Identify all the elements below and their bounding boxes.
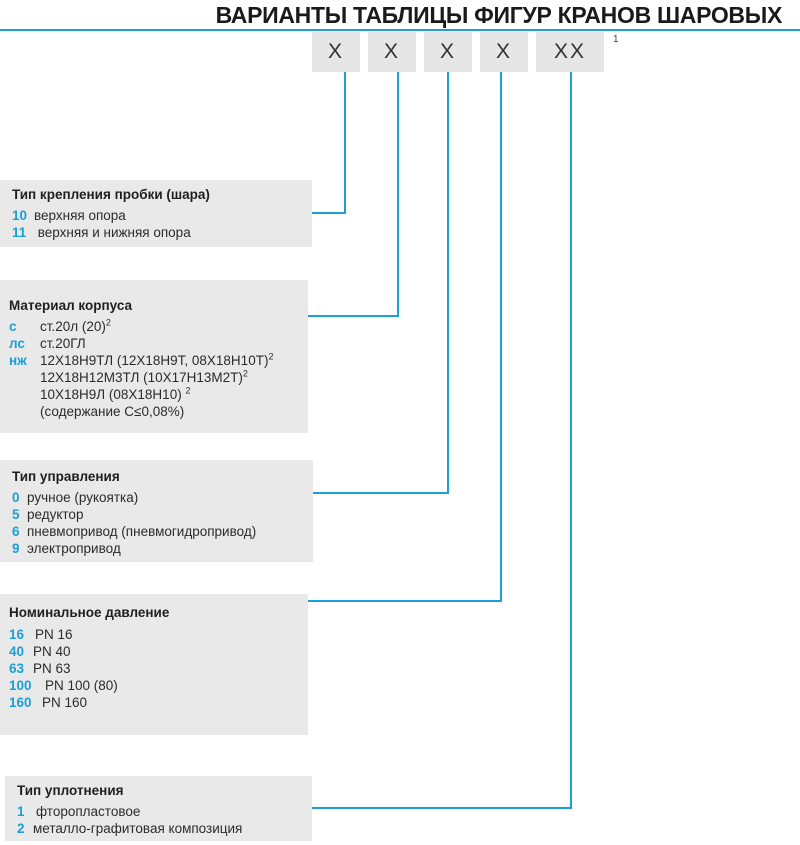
item-code: 0: [12, 490, 20, 505]
panel-mount-type: Тип крепления пробки (шара) 10 верхняя оп…: [0, 180, 312, 247]
code-box-2: X: [368, 32, 416, 72]
list-item: (содержание С≤0,08%): [40, 404, 184, 419]
item-code: 63: [9, 661, 25, 676]
item-code: 16: [9, 627, 25, 642]
code-box-1: X: [312, 32, 360, 72]
item-code: 160: [9, 695, 32, 710]
page-title: ВАРИАНТЫ ТАБЛИЦЫ ФИГУР КРАНОВ ШАРОВЫХ: [215, 2, 783, 28]
panel-seal-type: Тип уплотнения 1 фторопластовое 2 металло-…: [5, 776, 312, 841]
item-code: 2: [17, 821, 25, 836]
item-code: 11: [12, 225, 27, 240]
list-item: 10Х18Н9Л (08Х18Н10) 2: [40, 385, 191, 402]
list-item: 100 PN 100 (80): [9, 678, 118, 693]
code-box-3: X: [424, 32, 472, 72]
connector-line-2: [308, 72, 399, 317]
connector-line-5: [312, 72, 572, 809]
item-text: ручное (рукоятка): [27, 490, 139, 505]
list-item: 0 ручное (рукоятка): [12, 490, 138, 505]
list-item: 63 PN 63: [9, 661, 71, 676]
item-text: 12Х18Н12М3ТЛ (10Х17Н13М2Т): [40, 370, 243, 385]
code-box-5: XX: [536, 32, 604, 72]
item-text: редуктор: [27, 507, 84, 522]
list-item: 6 пневмопривод (пневмогидропривод): [12, 524, 256, 539]
list-item: нж 12Х18Н9ТЛ (12Х18Н9Т, 08Х18Н10Т)2: [9, 351, 274, 368]
item-code: 40: [9, 644, 25, 659]
item-sup: 2: [185, 385, 191, 396]
item-text: PN 160: [42, 695, 88, 710]
list-item: 2 металло-графитовая композиция: [17, 821, 242, 836]
item-sup: 2: [242, 368, 248, 379]
item-code: 1: [17, 804, 25, 819]
panel-title: Номинальное давление: [9, 605, 170, 620]
item-code: 5: [12, 507, 20, 522]
item-text: верхняя опора: [34, 208, 126, 223]
list-item: 9 электропривод: [12, 541, 121, 556]
list-item: 5 редуктор: [12, 507, 83, 522]
item-code: лс: [9, 336, 25, 351]
item-text: пневмопривод (пневмогидропривод): [27, 524, 257, 539]
connector-line-4: [308, 72, 502, 602]
item-text: верхняя и нижняя опора: [34, 225, 191, 240]
item-code: 10: [12, 208, 28, 223]
panel-title: Тип управления: [12, 469, 120, 484]
panel-control-type: Тип управления 0 ручное (рукоятка) 5 редук…: [0, 460, 313, 562]
panel-title: Материал корпуса: [9, 298, 132, 313]
connector-line-3: [313, 72, 449, 494]
list-item: 11 верхняя и нижняя опора: [12, 225, 191, 240]
item-text: (содержание С≤0,08%): [40, 404, 185, 419]
item-text: ст.20ГЛ: [40, 336, 86, 351]
item-sup: 2: [268, 351, 274, 362]
list-item: 10 верхняя опора: [12, 208, 126, 223]
footnote-marker: 1: [613, 34, 619, 45]
item-text: металло-графитовая композиция: [33, 821, 243, 836]
item-sup: 2: [105, 317, 111, 328]
list-item: лс ст.20ГЛ: [9, 336, 86, 351]
item-text: PN 100 (80): [45, 678, 118, 693]
list-item: 1 фторопластовое: [17, 804, 140, 819]
item-text: ст.20л (20): [40, 319, 106, 334]
item-text: 10Х18Н9Л (08Х18Н10): [40, 387, 186, 402]
item-code: 6: [12, 524, 20, 539]
list-item: с ст.20л (20)2: [9, 317, 111, 334]
item-text: PN 40: [33, 644, 71, 659]
item-code: 9: [12, 541, 20, 556]
item-text: PN 63: [33, 661, 71, 676]
code-box-4: X: [480, 32, 528, 72]
panel-title: Тип крепления пробки (шара): [12, 187, 210, 202]
title-underline: [0, 29, 800, 31]
item-code: 100: [9, 678, 32, 693]
list-item: 16 PN 16: [9, 627, 73, 642]
item-text: электропривод: [27, 541, 121, 556]
item-text: PN 16: [35, 627, 73, 642]
list-item: 40 PN 40: [9, 644, 71, 659]
connector-line-1: [312, 72, 346, 214]
item-text: фторопластовое: [36, 804, 141, 819]
item-code: нж: [9, 353, 27, 368]
item-code: с: [9, 319, 17, 334]
list-item: 12Х18Н12М3ТЛ (10Х17Н13М2Т)2: [40, 368, 248, 385]
item-text: 12Х18Н9ТЛ (12Х18Н9Т, 08Х18Н10Т): [40, 353, 269, 368]
list-item: 160 PN 160: [9, 695, 87, 710]
panel-title: Тип уплотнения: [17, 783, 124, 798]
